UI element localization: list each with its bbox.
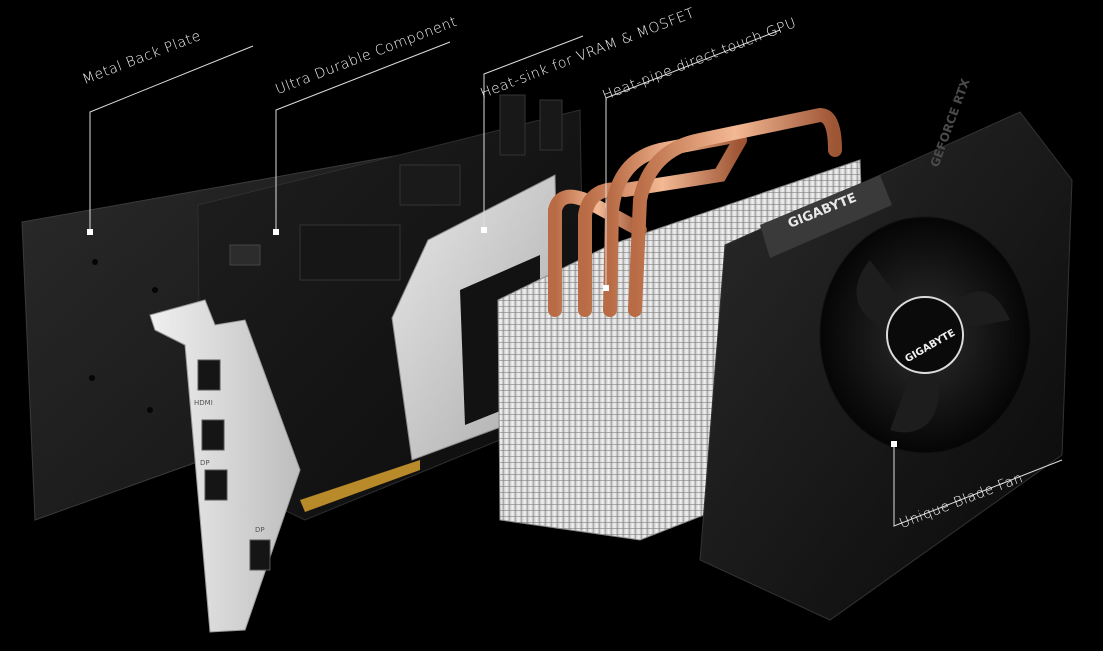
io-bracket: HDMI DP DP: [149, 299, 301, 633]
port-label-dp-2: DP: [255, 526, 265, 534]
port-label-dp-1: DP: [200, 459, 210, 467]
callout-anchor-dots: [87, 227, 897, 447]
copper-heatpipes: [548, 107, 842, 317]
cooling-fan: GIGABYTE: [819, 216, 1031, 454]
port-label-hdmi: HDMI: [194, 399, 213, 407]
callout-leader-lines: [89, 29, 1063, 527]
